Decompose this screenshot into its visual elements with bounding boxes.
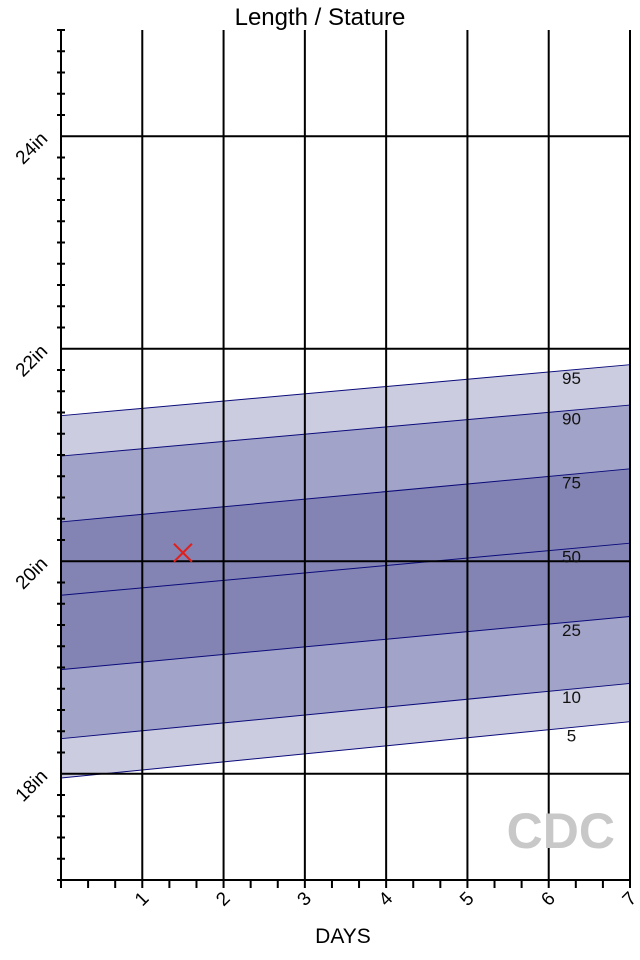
percentile-label-5: 5 [567, 726, 576, 745]
percentile-line-25 [60, 616, 631, 671]
band-75-90 [61, 405, 630, 522]
x-tick-label: 1 [131, 888, 153, 910]
x-tick-label: 3 [294, 888, 316, 910]
x-tick-label: 5 [456, 888, 478, 910]
percentile-line-10 [60, 682, 631, 740]
percentile-label-75: 75 [562, 473, 581, 492]
band-5-10 [61, 683, 630, 778]
y-tick-label: 20in [12, 553, 52, 593]
percentile-line-90 [60, 404, 631, 457]
percentile-line-95 [60, 364, 631, 417]
x-axis-label: DAYS [315, 925, 371, 948]
percentile-label-25: 25 [562, 621, 581, 640]
percentile-line-50 [60, 542, 631, 596]
x-tick-label: 2 [212, 888, 234, 910]
data-points [173, 543, 193, 563]
percentile-bands [61, 364, 630, 778]
chart-title: Length / Stature [235, 4, 406, 31]
percentile-label-10: 10 [562, 688, 581, 707]
percentile-line-5 [60, 721, 631, 779]
percentile-label-50: 50 [562, 548, 581, 567]
y-tick-label: 24in [12, 128, 52, 168]
band-90-95 [61, 364, 630, 457]
percentile-labels: 95 90 75 50 25 10 5 [562, 369, 581, 746]
percentile-label-90: 90 [562, 409, 581, 428]
percentile-lines [60, 364, 631, 779]
band-50-75 [61, 468, 630, 596]
band-10-25 [61, 616, 630, 739]
data-point-1 [173, 543, 193, 563]
grid-lines [61, 30, 631, 880]
percentile-line-75 [60, 468, 631, 523]
data-point-stroke [173, 543, 193, 563]
percentile-label-95: 95 [562, 369, 581, 388]
x-tick-label: 7 [619, 888, 640, 910]
y-tick-label: 22in [12, 341, 52, 381]
band-25-50 [61, 543, 630, 670]
x-tick-label: 4 [375, 888, 398, 911]
cdc-watermark: CDC [507, 803, 615, 859]
x-tick-label: 6 [537, 888, 559, 910]
y-tick-label: 18in [12, 766, 52, 806]
